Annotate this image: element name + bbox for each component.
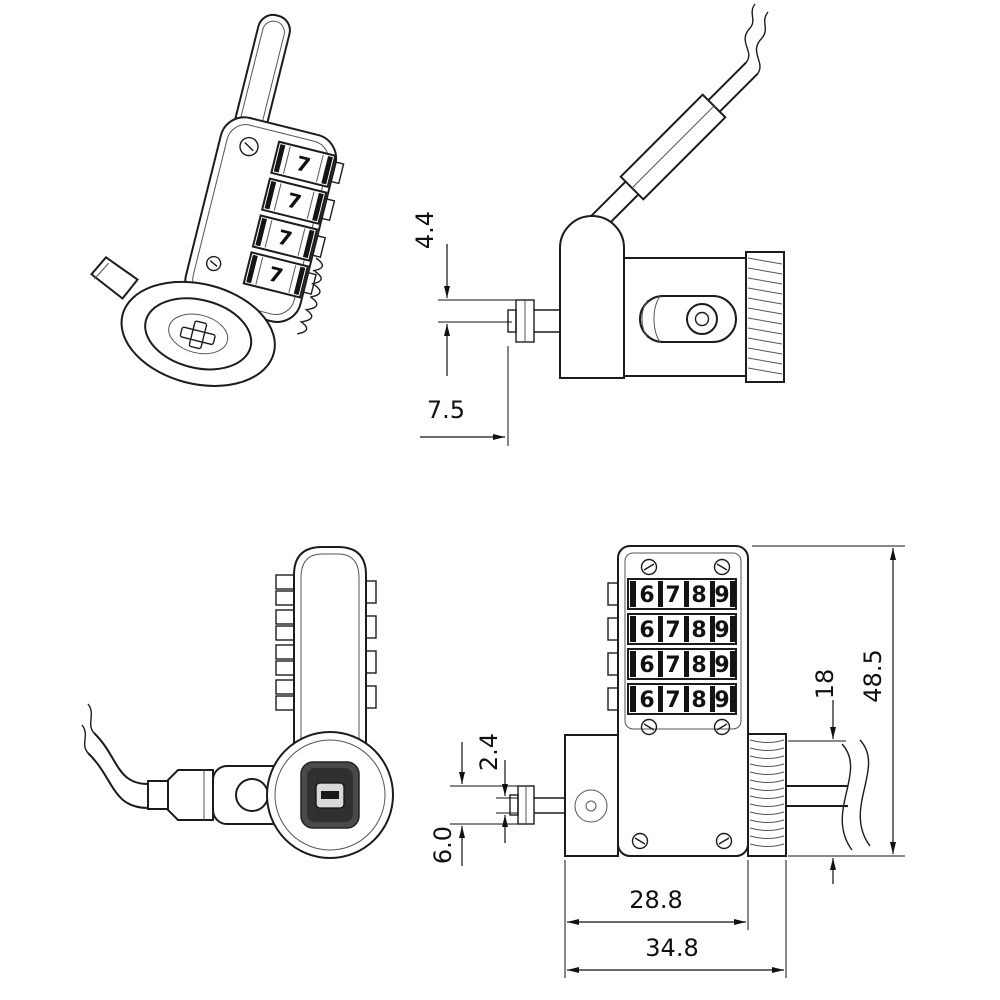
knurl-hatch <box>747 257 783 375</box>
dimension-pin-length: 6.0 <box>429 742 518 866</box>
screw <box>631 832 649 850</box>
dial-digit: 7 <box>275 225 294 252</box>
dimension-body-width: 28.8 <box>564 860 749 978</box>
dial-digit: 7 <box>665 688 680 713</box>
lock-mechanism-pill <box>639 295 737 343</box>
dim-label-28-8: 28.8 <box>629 886 682 914</box>
knurled-wheel-edge <box>297 257 323 335</box>
screw <box>205 255 222 272</box>
dial-digit: 9 <box>714 688 729 713</box>
dial-digit: 9 <box>714 653 729 678</box>
dial-digit: 7 <box>294 151 313 178</box>
dial-nubs <box>275 574 295 711</box>
screw <box>715 832 733 850</box>
view-side-cable: 4.4 7.5 <box>411 3 785 446</box>
knurl-coils <box>749 739 785 847</box>
dial-digit: 7 <box>665 618 680 643</box>
dial-digit: 6 <box>639 583 654 608</box>
lock-head <box>266 731 394 859</box>
dial-digit: 7 <box>266 262 285 289</box>
dial-digit: 6 <box>639 688 654 713</box>
combination-dials: 7 7 7 <box>242 140 345 299</box>
dial-row: 6 7 8 9 <box>607 683 737 715</box>
dim-label-18: 18 <box>811 669 839 700</box>
cable-column <box>559 215 625 379</box>
dial-digit: 8 <box>691 583 706 608</box>
t-bar-pin <box>507 299 560 343</box>
dimension-pin-tip: 2.4 <box>475 733 518 843</box>
dial-digit: 9 <box>714 583 729 608</box>
screw <box>713 558 731 576</box>
dial-digit: 7 <box>284 188 303 215</box>
dim-label-48-5: 48.5 <box>859 649 887 702</box>
dim-label-2-4: 2.4 <box>475 733 503 771</box>
dimension-overall-width: 34.8 <box>567 860 787 978</box>
dim-label-7-5: 7.5 <box>427 396 465 424</box>
dial-digit: 8 <box>691 618 706 643</box>
dial-row: 6 7 8 9 <box>607 648 737 680</box>
view-side-dimensions: 6 7 8 9 6 7 8 9 <box>429 545 905 978</box>
t-bar-pin <box>179 320 216 350</box>
dial-digit: 7 <box>665 583 680 608</box>
dial-digit: 6 <box>639 618 654 643</box>
keyhole <box>315 782 345 809</box>
cable <box>588 3 769 232</box>
dim-label-6-0: 6.0 <box>429 826 457 864</box>
screw <box>640 558 658 576</box>
cable-ferrule <box>619 93 727 201</box>
knurled-wheel <box>745 251 785 383</box>
view-isometric: 7 7 7 <box>90 13 345 387</box>
screws <box>631 558 733 850</box>
cable <box>81 703 214 821</box>
cable <box>784 739 871 851</box>
cable-break-symbol <box>81 703 95 754</box>
dim-label-34-8: 34.8 <box>645 934 698 962</box>
dial-row: 6 7 8 9 <box>607 578 737 610</box>
cable-neck <box>147 780 169 810</box>
hook-clip <box>90 255 139 300</box>
lock-body-front <box>293 546 377 761</box>
dial-row: 7 <box>270 140 345 189</box>
dial-row: 7 <box>251 214 327 262</box>
dial-digit: 8 <box>691 653 706 678</box>
dimension-overall-height: 48.5 <box>752 545 905 857</box>
dimension-pin-height: 4.4 <box>411 211 516 376</box>
dial-digit: 8 <box>691 688 706 713</box>
cable-break-symbol <box>744 3 769 75</box>
dial-row: 6 7 8 9 <box>607 613 737 645</box>
screw <box>713 718 731 736</box>
lock-head <box>120 280 276 387</box>
keyway-circle <box>686 303 718 335</box>
dial-digit: 6 <box>639 653 654 678</box>
cable-ferrule <box>167 769 214 821</box>
screw <box>640 718 658 736</box>
knurled-wheel <box>747 733 787 857</box>
dial-digit: 9 <box>714 618 729 643</box>
combination-dials: 6 7 8 9 6 7 8 9 <box>607 578 737 715</box>
cable-break-symbol <box>841 739 871 851</box>
left-block <box>564 734 619 857</box>
screw <box>239 136 259 157</box>
dimension-pin-offset: 7.5 <box>420 346 509 446</box>
lock-body-side <box>559 215 747 379</box>
t-bar-pin <box>509 785 565 825</box>
dial-row: 7 <box>242 251 317 299</box>
dimension-knurl-height: 18 <box>788 669 846 884</box>
view-front <box>81 546 394 859</box>
dial-row: 7 <box>260 177 336 225</box>
dim-label-4-4: 4.4 <box>411 211 439 249</box>
dial-digit: 7 <box>665 653 680 678</box>
